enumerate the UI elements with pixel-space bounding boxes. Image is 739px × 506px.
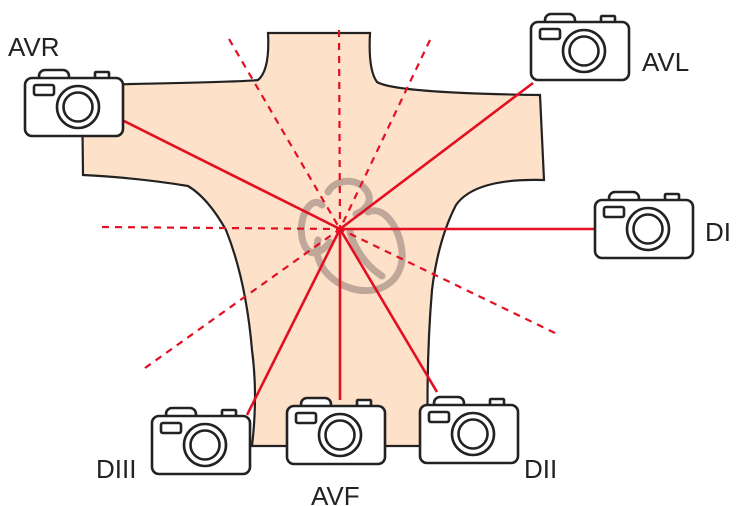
camera-icon xyxy=(150,406,252,476)
dashed-axis-upper-right xyxy=(339,39,431,230)
camera-icon xyxy=(593,190,695,260)
lead-axis-dii xyxy=(338,228,439,393)
dashed-axis-left xyxy=(101,225,341,231)
camera-icon xyxy=(285,396,387,466)
dashed-axis-lower-left xyxy=(144,228,341,369)
label-di: DI xyxy=(705,217,731,247)
label-avf: AVF xyxy=(311,481,360,506)
heart-icon xyxy=(297,177,406,295)
lead-axis-diii xyxy=(245,228,342,416)
torso-silhouette xyxy=(80,31,546,448)
dashed-axes xyxy=(101,29,556,369)
camera-icon xyxy=(23,68,125,138)
label-avl: AVL xyxy=(642,47,689,77)
dashed-axis-lower-right xyxy=(339,228,556,334)
label-avr: AVR xyxy=(8,32,60,62)
camera-icon xyxy=(418,395,520,465)
lead-axes xyxy=(121,81,596,416)
camera-icon xyxy=(529,12,631,82)
label-dii: DII xyxy=(524,454,557,484)
dashed-axis-upper-left xyxy=(228,38,341,230)
lead-axis-avr xyxy=(121,118,341,231)
label-diii: DIII xyxy=(96,454,136,484)
lead-axis-avl xyxy=(339,81,534,231)
